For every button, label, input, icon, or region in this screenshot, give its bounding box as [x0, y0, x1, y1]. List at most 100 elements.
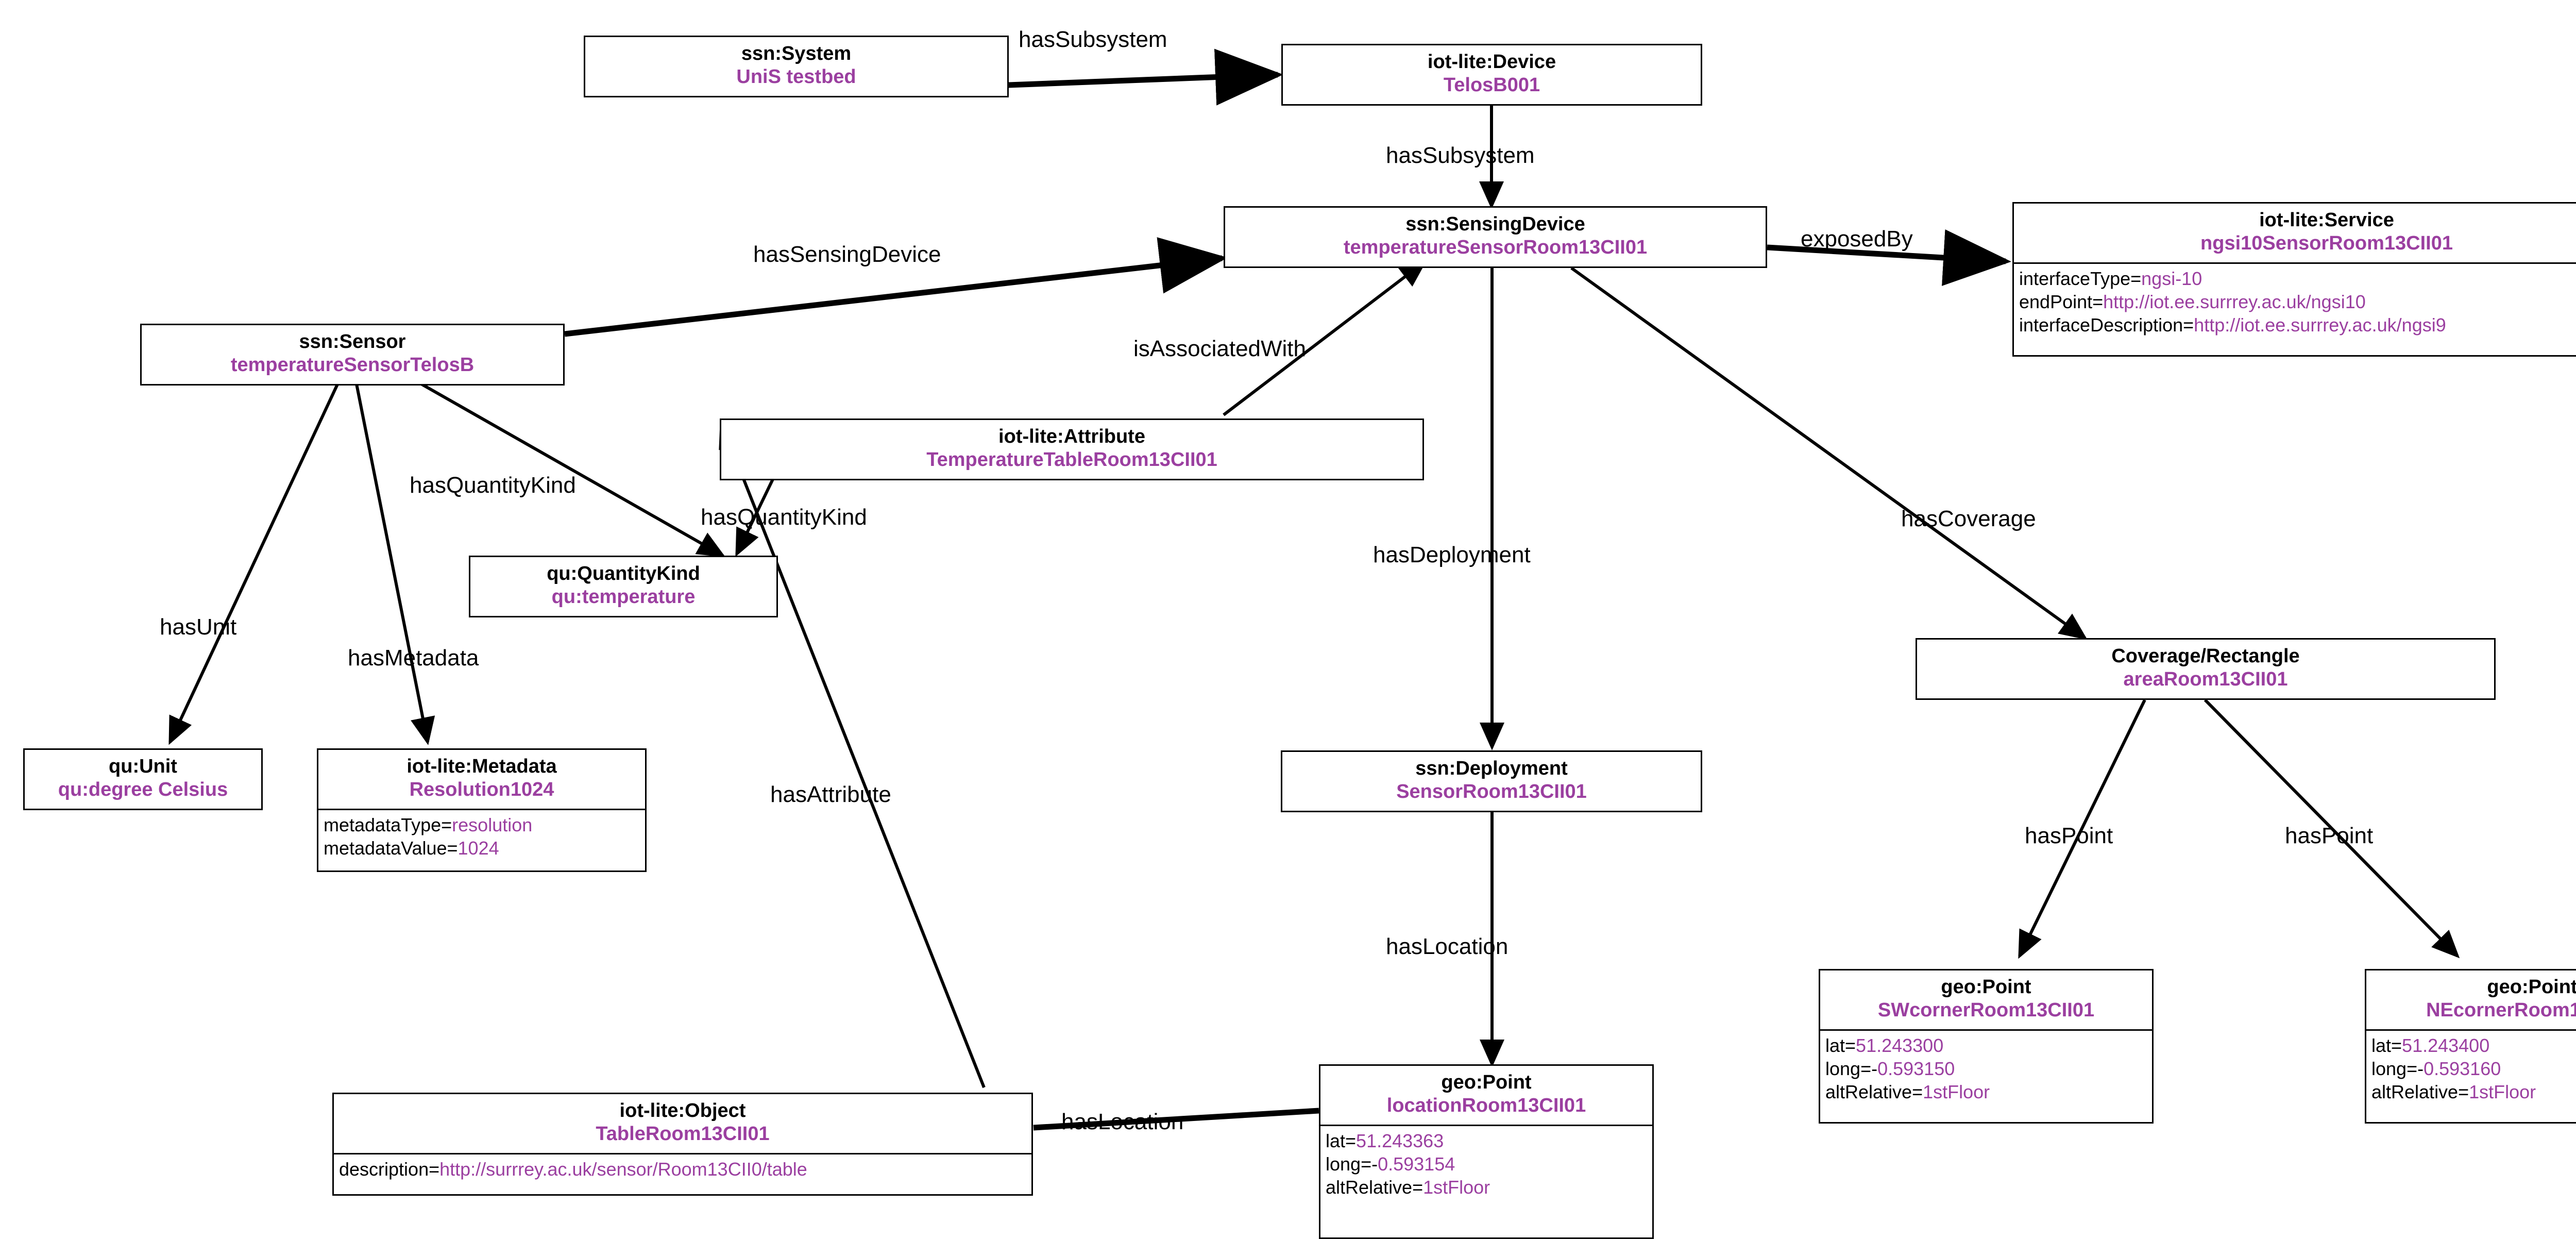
- node-instance-label: TableRoom13CII01: [596, 1123, 770, 1145]
- attr-key: lat=: [1825, 1034, 1856, 1056]
- node-instance-label: areaRoom13CII01: [2123, 668, 2288, 690]
- node-instance-label: NEcornerRoom13CII01: [2426, 999, 2576, 1021]
- attr-row: altRelative=1stFloor: [2371, 1080, 2576, 1103]
- edge-hasCoverage: [1570, 266, 2088, 640]
- node-class-label: iot-lite:Service: [2259, 209, 2394, 231]
- attr-key: metadataType=: [324, 814, 452, 835]
- node-header: ssn:SensingDevice temperatureSensorRoom1…: [1225, 208, 1766, 266]
- node-class-label: ssn:System: [741, 43, 852, 64]
- edge-label-hasLocation-deployment: hasLocation: [1386, 934, 1509, 959]
- attr-value: 51.243400: [2402, 1034, 2490, 1056]
- node-class-label: geo:Point: [1941, 976, 2031, 998]
- attr-key: lat=: [1326, 1130, 1357, 1151]
- attr-value: 51.243363: [1356, 1130, 1444, 1151]
- node-iot-lite-device[interactable]: iot-lite:Device TelosB001: [1281, 44, 1702, 106]
- node-class-label: iot-lite:Object: [619, 1100, 746, 1121]
- node-header: geo:Point NEcornerRoom13CII01: [2366, 970, 2576, 1029]
- attr-row: interfaceType=ngsi-10: [2019, 267, 2576, 290]
- node-header: ssn:System UniS testbed: [585, 37, 1007, 96]
- node-instance-label: Resolution1024: [409, 778, 554, 800]
- node-iot-lite-metadata[interactable]: iot-lite:Metadata Resolution1024 metadat…: [317, 748, 647, 872]
- edge-label-hasPoint-ne: hasPoint: [2285, 823, 2374, 848]
- node-class-label: iot-lite:Metadata: [406, 756, 557, 777]
- edge-label-hasMetadata: hasMetadata: [348, 645, 479, 671]
- node-instance-label: qu:degree Celsius: [58, 778, 228, 800]
- edge-hasQuantityKind-attribute: [735, 478, 774, 557]
- attr-row: altRelative=1stFloor: [1326, 1176, 1647, 1199]
- node-header: qu:QuantityKind qu:temperature: [470, 557, 776, 616]
- node-qu-quantitykind[interactable]: qu:QuantityKind qu:temperature: [469, 556, 778, 617]
- attr-row: long=-0.593150: [1825, 1057, 2147, 1080]
- attr-value: 1024: [457, 837, 499, 859]
- node-header: ssn:Sensor temperatureSensorTelosB: [142, 325, 563, 384]
- edge-hasLocation-object: [1033, 1108, 1319, 1131]
- node-geo-point-necorner[interactable]: geo:Point NEcornerRoom13CII01 lat=51.243…: [2365, 969, 2576, 1124]
- node-header: geo:Point locationRoom13CII01: [1320, 1066, 1652, 1125]
- edge-label-hasUnit: hasUnit: [160, 614, 237, 640]
- node-class-label: ssn:SensingDevice: [1405, 213, 1585, 235]
- node-class-label: Coverage/Rectangle: [2111, 645, 2300, 667]
- attr-key: altRelative=: [1825, 1081, 1923, 1102]
- node-ssn-sensingdevice[interactable]: ssn:SensingDevice temperatureSensorRoom1…: [1224, 206, 1767, 268]
- attr-key: description=: [339, 1158, 440, 1180]
- node-geo-point-location[interactable]: geo:Point locationRoom13CII01 lat=51.243…: [1319, 1064, 1654, 1239]
- attr-value: 0.593154: [1378, 1153, 1455, 1175]
- edge-label-hasPoint-sw: hasPoint: [2025, 823, 2113, 848]
- attr-value: http://iot.ee.surrrey.ac.uk/ngsi9: [2194, 314, 2446, 336]
- node-iot-lite-attribute[interactable]: iot-lite:Attribute TemperatureTableRoom1…: [720, 418, 1424, 480]
- attr-value: resolution: [452, 814, 533, 835]
- node-header: iot-lite:Service ngsi10SensorRoom13CII01: [2014, 204, 2576, 262]
- edge-label-hasQuantityKind-sensor: hasQuantityKind: [410, 473, 576, 498]
- attr-value: 51.243300: [1856, 1034, 1944, 1056]
- edge-exposedBy: [1767, 229, 2011, 286]
- edge-hasMetadata: [354, 378, 435, 745]
- node-header: iot-lite:Attribute TemperatureTableRoom1…: [721, 420, 1422, 479]
- attr-value: 1stFloor: [1423, 1176, 1490, 1198]
- attr-value: http://surrrey.ac.uk/sensor/Room13CII0/t…: [439, 1158, 807, 1180]
- node-instance-label: temperatureSensorRoom13CII01: [1343, 236, 1648, 258]
- node-instance-label: TemperatureTableRoom13CII01: [926, 448, 1217, 471]
- edge-label-hasSensingDevice: hasSensingDevice: [753, 242, 941, 267]
- edge-hasSensingDevice: [564, 237, 1228, 337]
- edge-label-hasDeployment: hasDeployment: [1373, 542, 1531, 567]
- node-attributes: lat=51.243363 long=-0.593154 altRelative…: [1320, 1124, 1652, 1203]
- node-instance-label: UniS testbed: [736, 65, 856, 88]
- edge-label-hasAttribute: hasAttribute: [770, 782, 891, 807]
- attr-value: http://iot.ee.surrrey.ac.uk/ngsi10: [2103, 291, 2366, 312]
- node-instance-label: temperatureSensorTelosB: [230, 354, 474, 376]
- node-class-label: qu:Unit: [109, 756, 177, 777]
- node-ssn-deployment[interactable]: ssn:Deployment SensorRoom13CII01: [1281, 750, 1702, 812]
- node-iot-lite-object[interactable]: iot-lite:Object TableRoom13CII01 descrip…: [332, 1093, 1033, 1196]
- node-iot-lite-service[interactable]: iot-lite:Service ngsi10SensorRoom13CII01…: [2012, 202, 2576, 357]
- attr-row: lat=51.243363: [1326, 1129, 1647, 1152]
- node-geo-point-swcorner[interactable]: geo:Point SWcornerRoom13CII01 lat=51.243…: [1819, 969, 2154, 1124]
- node-class-label: qu:QuantityKind: [547, 563, 700, 584]
- node-coverage-rectangle[interactable]: Coverage/Rectangle areaRoom13CII01: [1916, 638, 2496, 700]
- attr-row: endPoint=http://iot.ee.surrrey.ac.uk/ngs…: [2019, 290, 2576, 313]
- attr-key: interfaceType=: [2019, 267, 2142, 289]
- node-attributes: interfaceType=ngsi-10 endPoint=http://io…: [2014, 262, 2576, 341]
- attr-value: 1stFloor: [2469, 1081, 2536, 1102]
- attr-key: metadataValue=: [324, 837, 458, 859]
- attr-row: long=-0.593154: [1326, 1152, 1647, 1176]
- edge-label-isAssociatedWith: isAssociatedWith: [1133, 336, 1307, 361]
- attr-key: endPoint=: [2019, 291, 2104, 312]
- node-qu-unit[interactable]: qu:Unit qu:degree Celsius: [23, 748, 263, 810]
- node-instance-label: SensorRoom13CII01: [1396, 780, 1587, 802]
- node-attributes: lat=51.243400 long=-0.593160 altRelative…: [2366, 1029, 2576, 1108]
- node-header: iot-lite:Device TelosB001: [1283, 45, 1701, 104]
- node-class-label: ssn:Deployment: [1415, 758, 1568, 779]
- node-attributes: lat=51.243300 long=-0.593150 altRelative…: [1820, 1029, 2152, 1108]
- node-ssn-sensor[interactable]: ssn:Sensor temperatureSensorTelosB: [140, 324, 565, 386]
- attr-row: interfaceDescription=http://iot.ee.surrr…: [2019, 313, 2576, 337]
- attr-key: long=-: [2371, 1058, 2424, 1079]
- node-class-label: iot-lite:Device: [1427, 51, 1556, 73]
- attr-row: long=-0.593160: [2371, 1057, 2576, 1080]
- attr-row: altRelative=1stFloor: [1825, 1080, 2147, 1103]
- attr-key: interfaceDescription=: [2019, 314, 2194, 336]
- node-instance-label: SWcornerRoom13CII01: [1877, 999, 2095, 1021]
- node-ssn-system[interactable]: ssn:System UniS testbed: [584, 36, 1009, 97]
- attr-row: metadataValue=1024: [324, 836, 640, 860]
